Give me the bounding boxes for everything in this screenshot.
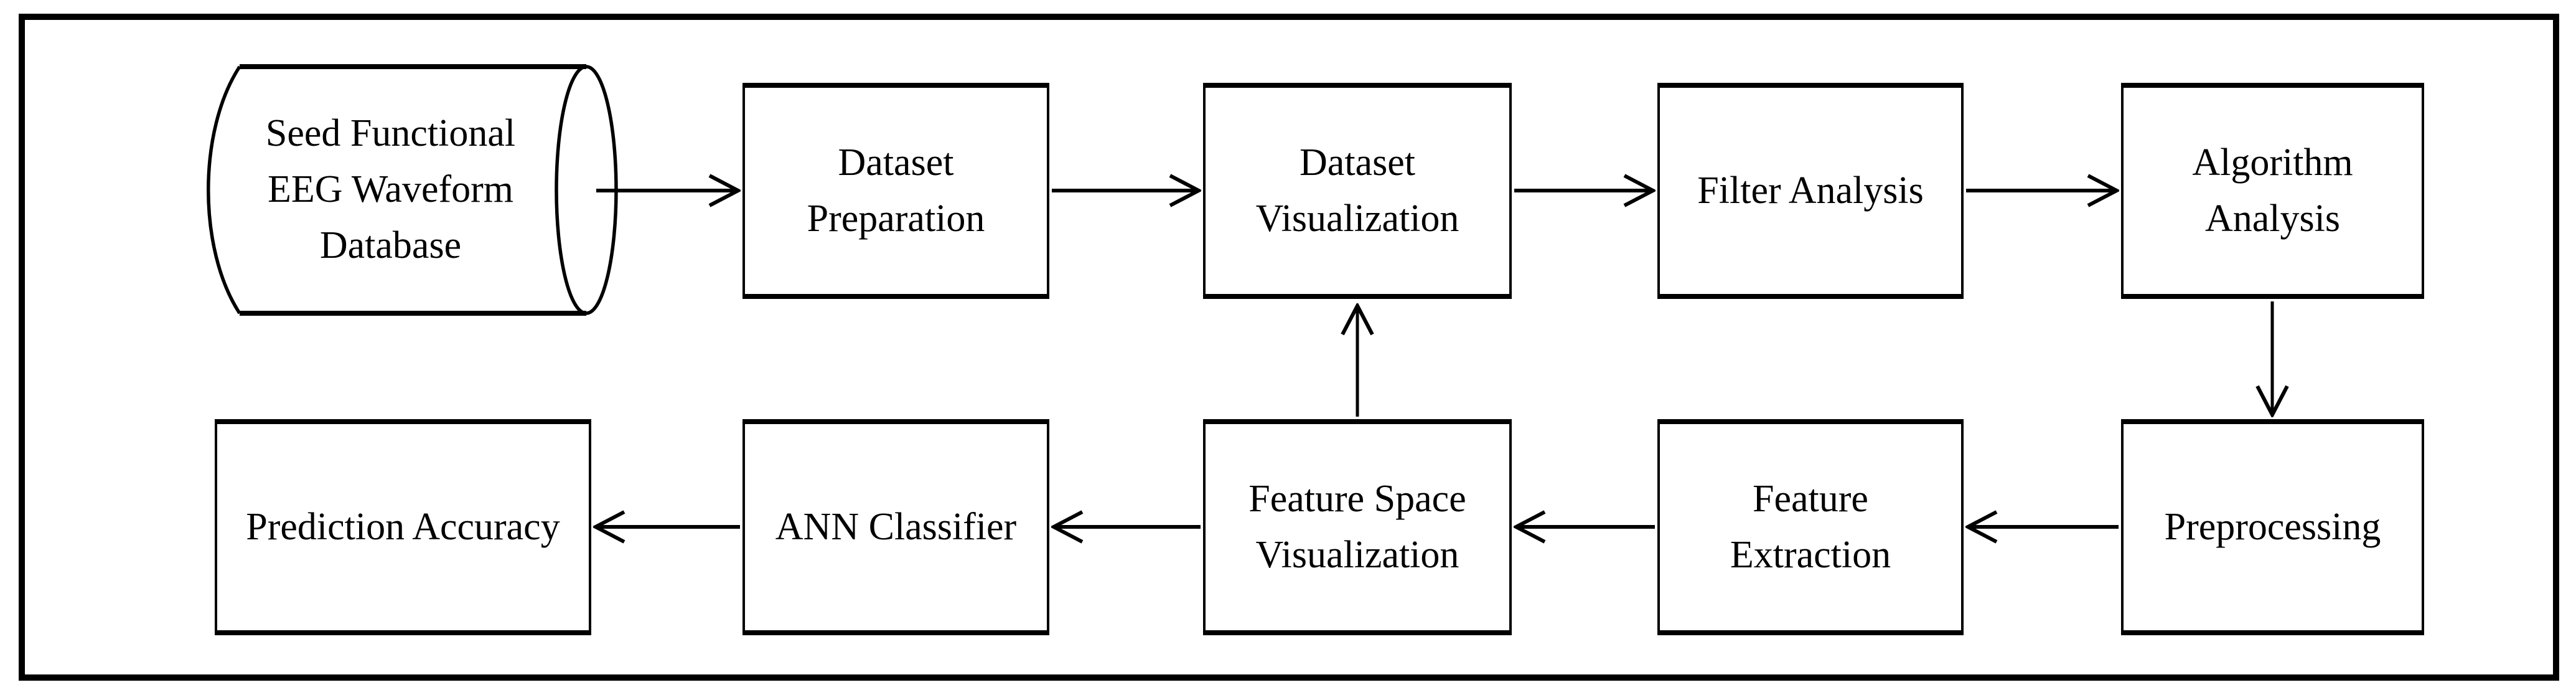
node-seed-database: Seed Functional EEG Waveform Database	[205, 62, 619, 318]
node-feature-space-visualization: Feature Space Visualization	[1203, 419, 1512, 635]
node-label-algorithm-analysis: Algorithm Analysis	[2192, 141, 2353, 240]
node-label-feature-extraction: Feature Extraction	[1730, 477, 1891, 576]
node-label-dataset-preparation: Dataset Preparation	[807, 141, 985, 240]
node-ann-classifier: ANN Classifier	[742, 419, 1049, 635]
node-label-feature-space-visualization: Feature Space Visualization	[1248, 477, 1466, 576]
node-dataset-visualization: Dataset Visualization	[1203, 83, 1512, 299]
node-filter-analysis: Filter Analysis	[1657, 83, 1964, 299]
node-label-filter-analysis: Filter Analysis	[1697, 169, 1924, 212]
outer-frame	[19, 14, 2559, 681]
node-algorithm-analysis: Algorithm Analysis	[2121, 83, 2424, 299]
node-prediction-accuracy: Prediction Accuracy	[215, 419, 591, 635]
node-dataset-preparation: Dataset Preparation	[742, 83, 1049, 299]
node-preprocessing: Preprocessing	[2121, 419, 2424, 635]
node-label-prediction-accuracy: Prediction Accuracy	[246, 505, 560, 548]
database-cylinder-icon	[207, 64, 618, 316]
node-feature-extraction: Feature Extraction	[1657, 419, 1964, 635]
node-label-seed-database: Seed Functional EEG Waveform Database	[265, 112, 516, 267]
node-label-preprocessing: Preprocessing	[2164, 505, 2381, 548]
node-label-dataset-visualization: Dataset Visualization	[1255, 141, 1459, 240]
node-label-ann-classifier: ANN Classifier	[775, 505, 1017, 548]
